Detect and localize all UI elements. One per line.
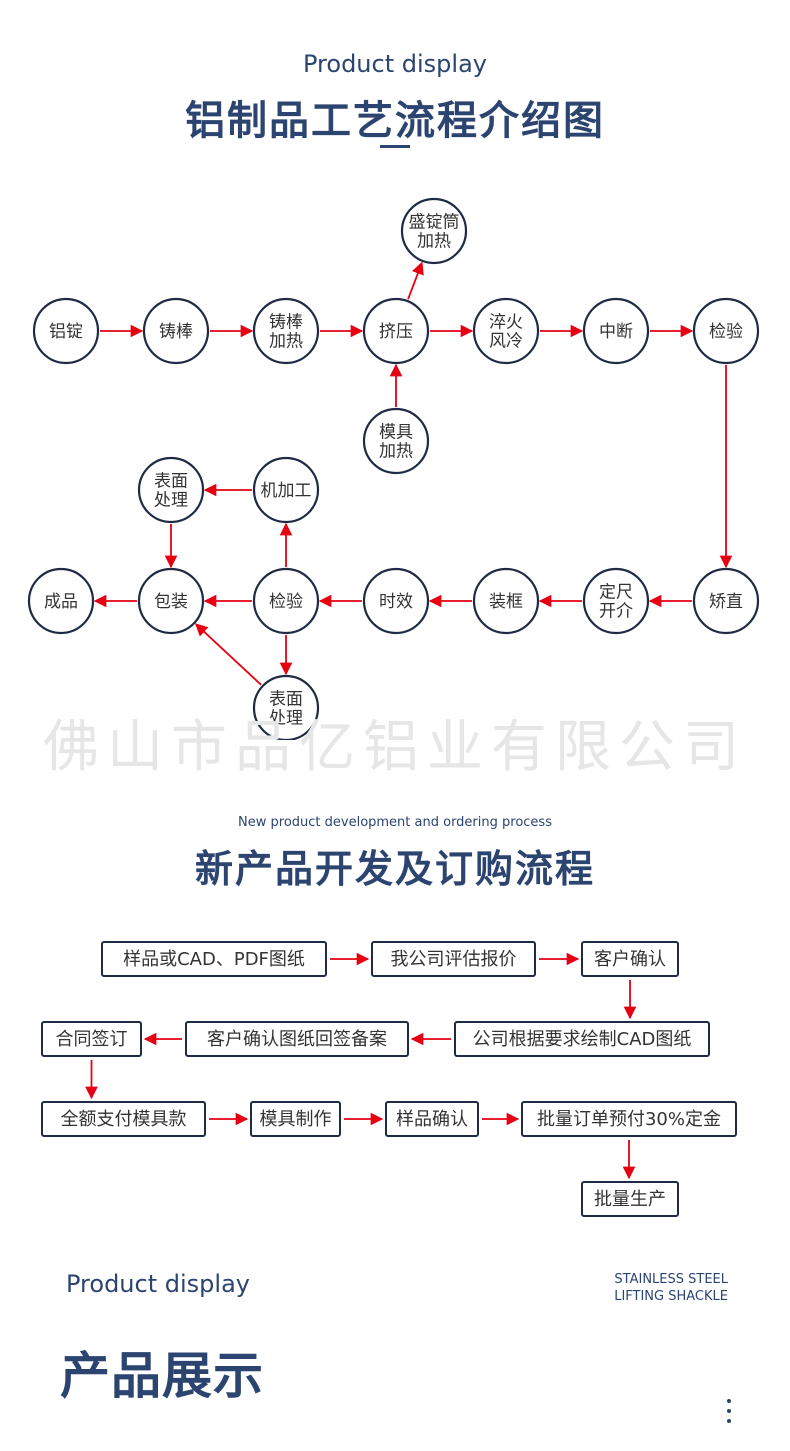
process-node-label: 表面 [154,472,188,492]
process-node-label: 开介 [599,602,633,622]
process-node-label: 时效 [379,592,413,612]
flow-arrow-n4-n8 [407,261,424,300]
order-step-label: 全额支付模具款 [61,1109,187,1130]
process-node-label: 机加工 [261,481,312,501]
order-step-label: 公司根据要求绘制CAD图纸 [473,1029,692,1050]
process-node-label: 处理 [269,709,303,729]
process-node-n16: 成品 [27,567,95,635]
order-step-b2: 我公司评估报价 [371,941,536,977]
process-node-label: 表面 [269,690,303,710]
process-node-label: 淬火 [489,313,523,333]
process-node-n14: 检验 [252,567,320,635]
section2-title: 新产品开发及订购流程 [194,847,595,891]
process-node-label: 包装 [154,592,188,612]
process-node-n13: 时效 [362,567,430,635]
order-step-label: 样品确认 [396,1109,468,1130]
order-step-b5: 客户确认图纸回签备案 [185,1021,409,1057]
process-node-label: 盛锭筒 [409,213,460,233]
section2-subtitle: New product development and ordering pro… [238,815,552,830]
order-step-label: 样品或CAD、PDF图纸 [123,949,305,970]
title-underline [380,145,410,148]
process-node-label: 处理 [154,491,188,511]
process-node-label: 模具 [379,423,413,443]
order-step-label: 客户确认图纸回签备案 [207,1029,387,1050]
process-node-label: 铝锭 [49,322,83,342]
flow-arrow-n19-n15 [194,623,262,686]
process-node-n2: 铸棒 [142,297,210,365]
process-node-label: 铸棒 [159,322,193,342]
order-step-label: 模具制作 [260,1109,332,1130]
vertical-dots-icon[interactable] [724,1398,734,1424]
process-node-label: 中断 [599,322,633,342]
order-step-label: 客户确认 [594,949,666,970]
order-step-label: 批量生产 [594,1189,666,1210]
process-node-label: 定尺 [599,583,633,603]
process-node-label: 加热 [269,332,303,352]
process-node-n7: 检验 [692,297,760,365]
order-step-b1: 样品或CAD、PDF图纸 [101,941,327,977]
section3-subtitle: Product display [66,1270,250,1298]
process-node-label: 挤压 [379,322,413,342]
process-node-n6: 中断 [582,297,650,365]
order-step-b3: 客户确认 [581,941,679,977]
order-step-b7: 全额支付模具款 [41,1101,206,1137]
section3-title: 产品展示 [60,1347,264,1405]
company-watermark: 佛山市品亿铝业有限公司 [43,715,747,780]
process-node-label: 检验 [269,592,303,612]
process-node-label: 检验 [709,322,743,342]
order-step-b9: 样品确认 [385,1101,479,1137]
order-step-b10: 批量订单预付30%定金 [521,1101,737,1137]
process-node-label: 铸棒 [269,313,303,333]
process-node-n12: 装框 [472,567,540,635]
product-tag-line1: STAINLESS STEEL [614,1272,728,1287]
section1-title: 铝制品工艺流程介绍图 [185,98,605,144]
product-tag-line2: LIFTING SHACKLE [614,1289,728,1304]
order-step-b8: 模具制作 [250,1101,341,1137]
order-step-b4: 公司根据要求绘制CAD图纸 [454,1021,710,1057]
process-node-label: 风冷 [489,332,523,352]
order-step-label: 我公司评估报价 [391,949,517,970]
process-node-label: 装框 [489,592,523,612]
order-step-b11: 批量生产 [581,1181,679,1217]
process-node-label: 加热 [379,442,413,462]
process-node-n17: 机加工 [252,456,320,524]
order-step-label: 合同签订 [56,1029,128,1050]
process-node-label: 矫直 [709,592,743,612]
order-step-b6: 合同签订 [41,1021,142,1057]
process-node-n1: 铝锭 [32,297,100,365]
process-node-label: 成品 [44,592,78,612]
process-node-label: 加热 [417,232,451,252]
process-node-n10: 矫直 [692,567,760,635]
order-step-label: 批量订单预付30%定金 [537,1109,721,1130]
process-node-n15: 包装 [137,567,205,635]
aluminum-process-diagram: 铝锭铸棒铸棒加热挤压淬火风冷中断检验盛锭筒加热模具加热矫直定尺开介装框时效检验包… [27,197,760,740]
process-node-n4: 挤压 [362,297,430,365]
section1-subtitle: Product display [303,50,487,78]
